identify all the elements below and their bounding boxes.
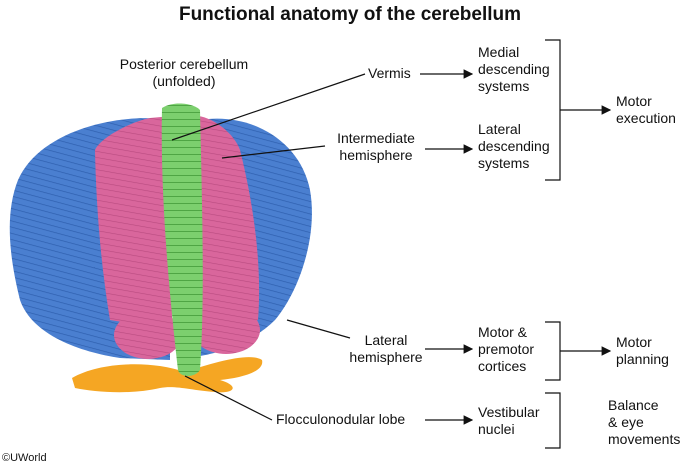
motor-premotor-line2: premotor [478, 341, 535, 357]
motor-premotor-line3: cortices [478, 358, 527, 374]
planning-line1: Motor [616, 334, 652, 350]
motor-premotor-line1: Motor & [478, 324, 528, 340]
lateral-desc-line1: Lateral [478, 121, 521, 137]
caption-line2: (unfolded) [152, 73, 216, 89]
lateral-hemisphere-label: Lateral hemisphere [345, 332, 427, 366]
balance-line2: & eye [608, 414, 644, 430]
medial-line3: systems [478, 78, 530, 94]
intermediate-label-line2: hemisphere [339, 147, 413, 163]
flocculo-pointer [184, 375, 273, 421]
motor-execution-label: Motor execution [616, 93, 676, 127]
execution-line2: execution [616, 110, 676, 126]
intermediate-hemisphere-label: Intermediate hemisphere [330, 130, 422, 164]
vermis-pointer [171, 73, 366, 141]
lateral-desc-line3: systems [478, 155, 530, 171]
balance-line3: movements [608, 431, 681, 447]
planning-bracket [545, 321, 561, 381]
intermediate-hemisphere-region [95, 116, 172, 330]
caption-line1: Posterior cerebellum [119, 56, 249, 72]
vermis-region [161, 103, 203, 377]
motor-premotor-label: Motor & premotor cortices [478, 324, 534, 375]
medial-line1: Medial [478, 44, 520, 60]
planning-line2: planning [616, 351, 669, 367]
intermediate-label-line1: Intermediate [337, 130, 415, 146]
diagram-title: Functional anatomy of the cerebellum [178, 4, 522, 25]
copyright-notice: ©UWorld [2, 452, 47, 464]
lateral-label-line2: hemisphere [349, 349, 423, 365]
balance-bracket [545, 392, 561, 449]
tonsil-right [192, 306, 260, 354]
lateral-pointer [286, 319, 351, 339]
vestibular-nuclei-label: Vestibular nuclei [478, 404, 539, 438]
vermis-label: Vermis [368, 65, 411, 81]
medial-line2: descending [478, 61, 550, 77]
flocculonodular-label: Flocculonodular lobe [276, 411, 406, 427]
tonsil-left [114, 311, 182, 359]
lateral-descending-label: Lateral descending systems [478, 121, 550, 172]
motor-planning-label: Motor planning [616, 334, 669, 368]
intermediate-pointer [221, 145, 326, 159]
intermediate-hemisphere-right-region [198, 116, 260, 330]
lateral-label-line1: Lateral [364, 332, 408, 348]
balance-eye-label: Balance & eye movements [608, 397, 680, 448]
medial-descending-label: Medial descending systems [478, 44, 550, 95]
balance-line1: Balance [608, 397, 659, 413]
illustration-caption: Posterior cerebellum (unfolded) [84, 56, 284, 90]
flocculonodular-region [72, 357, 263, 393]
lateral-desc-line2: descending [478, 138, 550, 154]
vestibular-line1: Vestibular [478, 404, 540, 420]
vestibular-line2: nuclei [478, 421, 515, 437]
execution-line1: Motor [616, 93, 652, 109]
